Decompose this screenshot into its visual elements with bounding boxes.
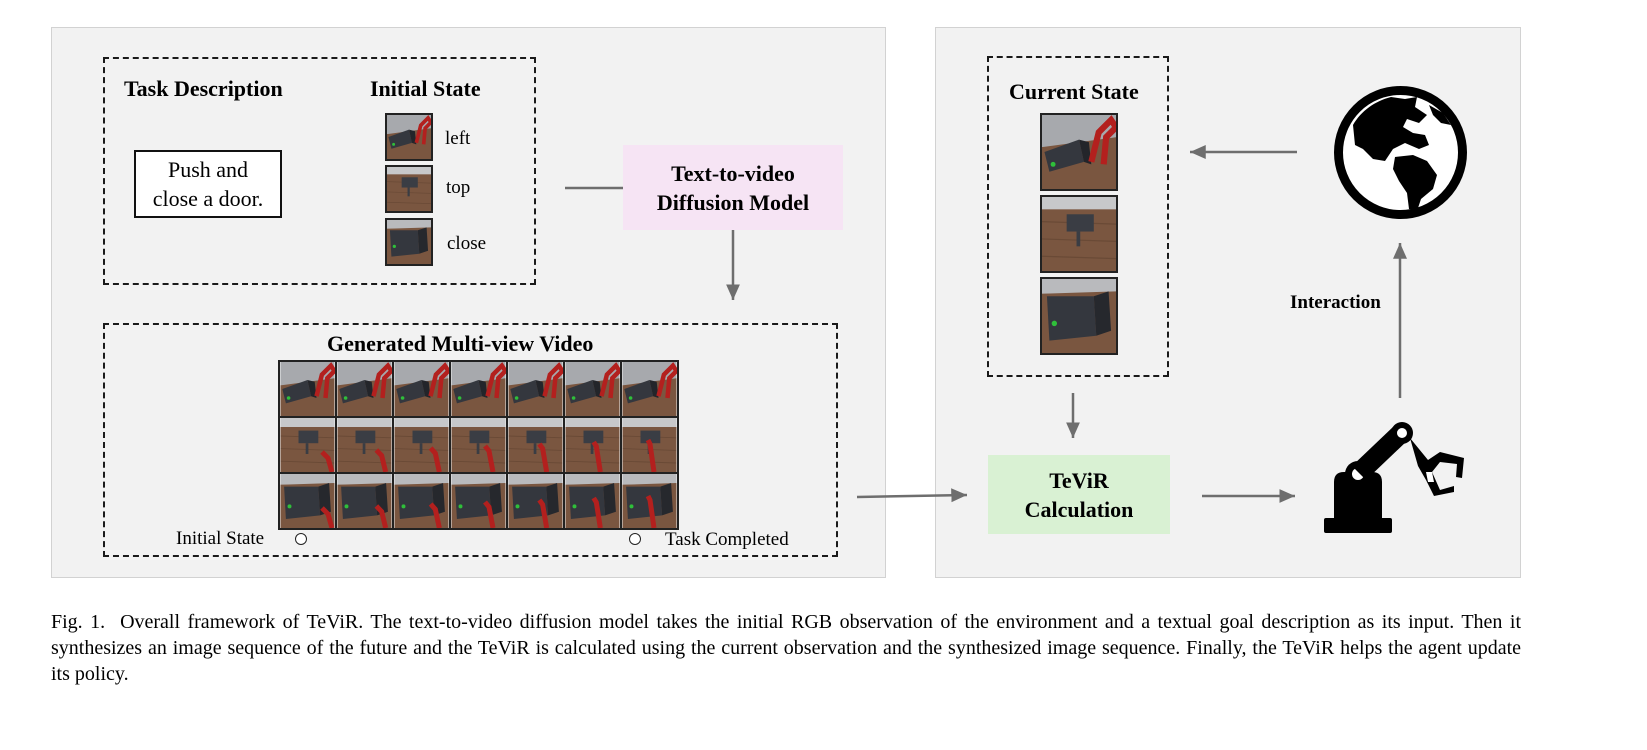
diffusion-model-line1: Text-to-video xyxy=(671,160,795,186)
tevir-calc-line2: Calculation xyxy=(1024,496,1134,522)
generated-video-heading: Generated Multi-view Video xyxy=(327,331,594,356)
video-frame-top-1 xyxy=(279,417,336,473)
end-marker xyxy=(629,533,641,545)
current-state-left-frame xyxy=(1040,113,1118,191)
start-marker xyxy=(295,533,307,545)
video-frame-top-2 xyxy=(336,417,393,473)
video-frame-left-7 xyxy=(621,361,678,417)
video-frame-top-5 xyxy=(507,417,564,473)
initial-state-close-label: close xyxy=(447,233,487,254)
video-frame-left-2 xyxy=(336,361,393,417)
initial-state-close-thumb xyxy=(385,218,433,266)
initial-state-heading: Initial State xyxy=(370,76,481,101)
initial-state-left-label: left xyxy=(445,128,471,149)
video-frame-left-5 xyxy=(507,361,564,417)
task-description-heading: Task Description xyxy=(124,76,283,101)
arrows-layer xyxy=(565,145,1407,503)
generated-video-group xyxy=(103,323,838,557)
video-frame-top-7 xyxy=(621,417,678,473)
current-state-heading: Current State xyxy=(1009,79,1139,104)
task-input-group xyxy=(103,57,536,285)
caption-text: Overall framework of TeViR. The text-to-… xyxy=(51,611,1521,685)
video-frame-close-5 xyxy=(507,473,564,529)
video-frame-close-6 xyxy=(564,473,621,529)
current-state-group xyxy=(987,56,1169,377)
initial-state-top-thumb xyxy=(385,165,433,213)
video-frame-close-3 xyxy=(393,473,450,529)
video-frame-left-3 xyxy=(393,361,450,417)
initial-state-left-thumb xyxy=(385,113,433,161)
video-frame-close-2 xyxy=(336,473,393,529)
video-frame-close-4 xyxy=(450,473,507,529)
arrow-video-to-calc xyxy=(856,488,968,503)
task-description-line2: close a door. xyxy=(152,186,264,211)
initial-state-top-label: top xyxy=(446,177,471,198)
diffusion-model-box: Text-to-video Diffusion Model xyxy=(623,145,843,230)
generated-start-label: Initial State xyxy=(176,528,265,549)
tevir-calculation-box: TeViR Calculation xyxy=(988,455,1170,534)
globe-icon xyxy=(1333,85,1468,220)
task-description-box: Push and close a door. xyxy=(134,150,282,218)
task-description-line1: Push and xyxy=(167,157,249,182)
video-frame-left-4 xyxy=(450,361,507,417)
figure-caption: Fig. 1. Overall framework of TeViR. The … xyxy=(51,609,1521,687)
generated-video-frames xyxy=(278,360,679,530)
video-frame-close-1 xyxy=(279,473,336,529)
video-frame-left-1 xyxy=(279,361,336,417)
generated-end-label: Task Completed xyxy=(665,529,789,550)
video-frame-top-6 xyxy=(564,417,621,473)
video-frame-close-7 xyxy=(621,473,678,529)
video-frame-top-3 xyxy=(393,417,450,473)
video-frame-top-4 xyxy=(450,417,507,473)
caption-label: Fig. 1. xyxy=(51,611,106,633)
current-state-top-frame xyxy=(1040,195,1118,273)
interaction-label: Interaction xyxy=(1290,292,1381,313)
tevir-calc-line1: TeViR xyxy=(1049,467,1109,493)
diffusion-model-line2: Diffusion Model xyxy=(656,189,810,215)
current-state-close-frame xyxy=(1040,277,1118,355)
video-frame-left-6 xyxy=(564,361,621,417)
robot-arm-icon xyxy=(1322,420,1472,535)
